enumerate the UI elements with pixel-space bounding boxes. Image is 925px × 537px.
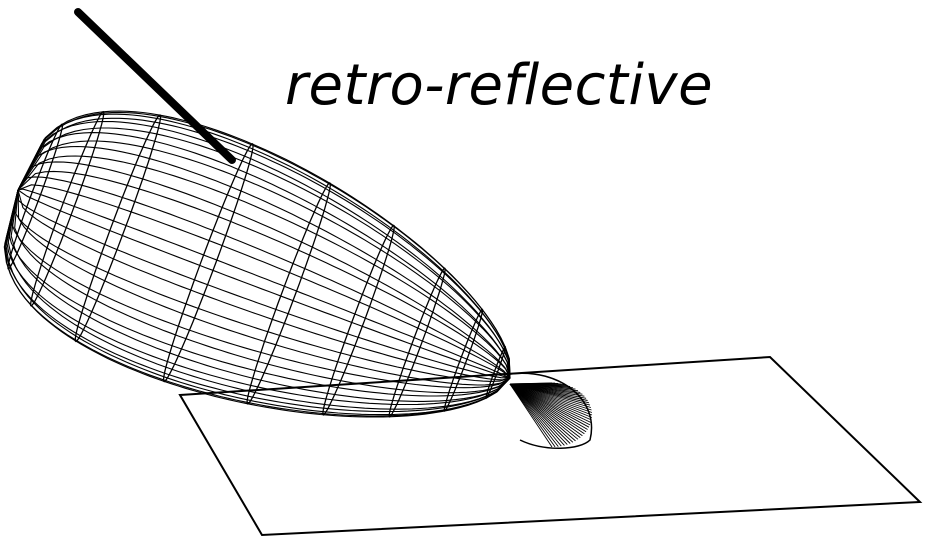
- lobe-meridian: [18, 177, 510, 378]
- lobe-meridian: [18, 111, 510, 378]
- lobe-meridian: [18, 113, 510, 379]
- lobe-meridian: [18, 114, 510, 378]
- diagram-label: retro-reflective: [285, 58, 713, 114]
- incident-ray: [78, 12, 232, 160]
- lobe-meridian: [18, 122, 510, 379]
- lobe-ring: [75, 115, 160, 341]
- lobe-ring: [247, 183, 330, 404]
